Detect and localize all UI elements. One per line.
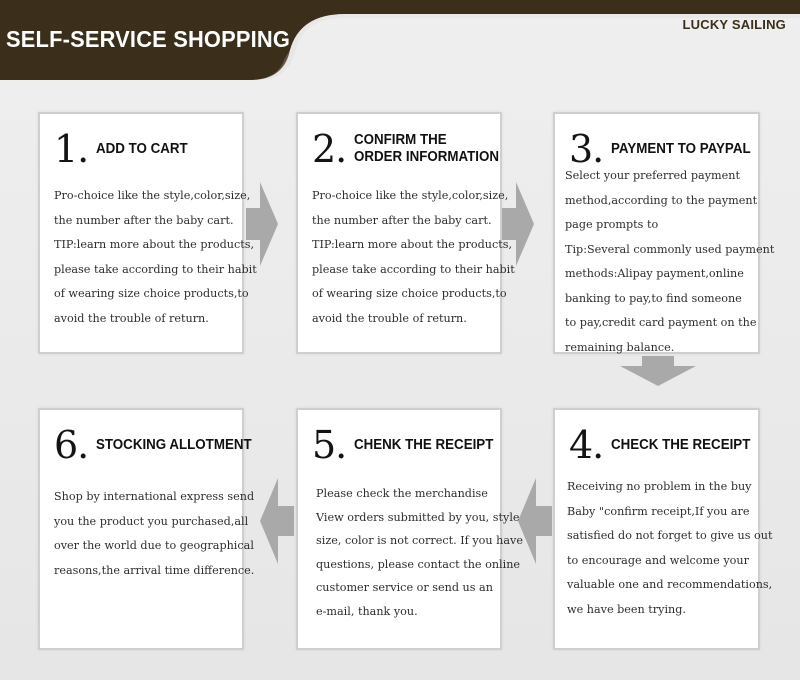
step-header: 4. CHECK THE RECEIPT bbox=[569, 426, 752, 464]
step-card-3: 3. PAYMENT TO PAYPAL Select your preferr… bbox=[553, 112, 774, 354]
arrow-left-icon bbox=[260, 478, 294, 564]
step-card-5: 5. CHENK THE RECEIPT Please check the me… bbox=[296, 408, 524, 650]
step-card-4: 4. CHECK THE RECEIPT Receiving no proble… bbox=[553, 408, 773, 650]
arrow-left-icon bbox=[518, 478, 552, 564]
step-title: ADD TO CART bbox=[96, 140, 188, 157]
step-number: 5. bbox=[312, 423, 347, 467]
step-description: Please check the merchandise View orders… bbox=[316, 487, 524, 618]
step-number: 3. bbox=[569, 127, 604, 171]
step-number: 2. bbox=[312, 127, 347, 171]
step-title: STOCKING ALLOTMENT bbox=[96, 436, 252, 453]
arrow-down-icon bbox=[620, 356, 696, 386]
step-card-1: 1. ADD TO CART Pro-choice like the style… bbox=[38, 112, 257, 354]
step-header: 1. ADD TO CART bbox=[54, 130, 236, 168]
step-title: CHENK THE RECEIPT bbox=[354, 436, 494, 453]
step-description: Receiving no problem in the buy Baby "co… bbox=[567, 480, 773, 616]
step-description: Shop by international express send you t… bbox=[54, 490, 255, 577]
step-header: 6. STOCKING ALLOTMENT bbox=[54, 423, 252, 467]
step-card-2: 2. CONFIRM THE ORDER INFORMATION Pro-cho… bbox=[296, 112, 515, 354]
step-title: PAYMENT TO PAYPAL bbox=[611, 140, 751, 157]
header-bar bbox=[0, 0, 800, 80]
step-number: 6. bbox=[54, 423, 89, 467]
step-card-6: 6. STOCKING ALLOTMENT Shop by internatio… bbox=[38, 408, 255, 650]
step-number: 4. bbox=[569, 423, 604, 467]
step-number: 1. bbox=[54, 127, 89, 171]
brand-name: LUCKY SAILING bbox=[682, 17, 786, 32]
step-description: Select your preferred payment method,acc… bbox=[565, 169, 775, 354]
arrow-right-icon bbox=[502, 182, 534, 266]
page-title: SELF-SERVICE SHOPPING bbox=[6, 26, 291, 52]
arrow-right-icon bbox=[246, 182, 278, 266]
step-description: Pro-choice like the style,color,size, th… bbox=[54, 189, 257, 325]
step-header: 5. CHENK THE RECEIPT bbox=[312, 426, 494, 464]
step-title: CONFIRM THE ORDER INFORMATION bbox=[354, 132, 500, 165]
step-header: 2. CONFIRM THE ORDER INFORMATION bbox=[312, 127, 499, 171]
step-header: 3. PAYMENT TO PAYPAL bbox=[569, 130, 752, 168]
step-title: CHECK THE RECEIPT bbox=[611, 436, 751, 453]
step-description: Pro-choice like the style,color,size, th… bbox=[312, 189, 515, 325]
